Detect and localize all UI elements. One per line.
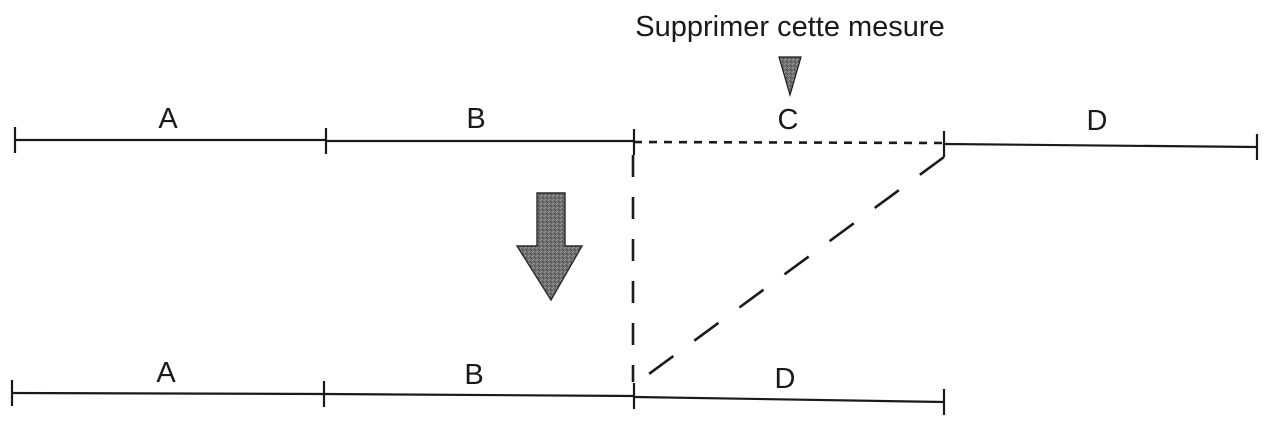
bottom-segment-b	[323, 392, 635, 398]
bottom-segment-a	[11, 391, 325, 396]
down-arrow-icon	[515, 192, 584, 302]
top-segment-c-removed	[633, 140, 945, 145]
top-label-a: A	[158, 103, 178, 135]
down-triangle-marker-icon	[778, 56, 802, 98]
top-label-d: D	[1087, 105, 1108, 137]
bottom-label-b: B	[464, 359, 483, 391]
caption-text: Supprimer cette mesure	[635, 11, 944, 43]
top-label-b: B	[466, 103, 485, 135]
top-staff: A B C D	[13, 103, 1259, 160]
bottom-staff: A B D	[10, 357, 946, 415]
bottom-label-a: A	[156, 357, 176, 389]
bottom-label-d: D	[775, 363, 796, 395]
diagonal-guide-dashed	[633, 155, 945, 387]
bottom-segment-d	[633, 395, 945, 404]
top-segment-d	[943, 142, 1258, 149]
top-label-c: C	[778, 104, 799, 136]
